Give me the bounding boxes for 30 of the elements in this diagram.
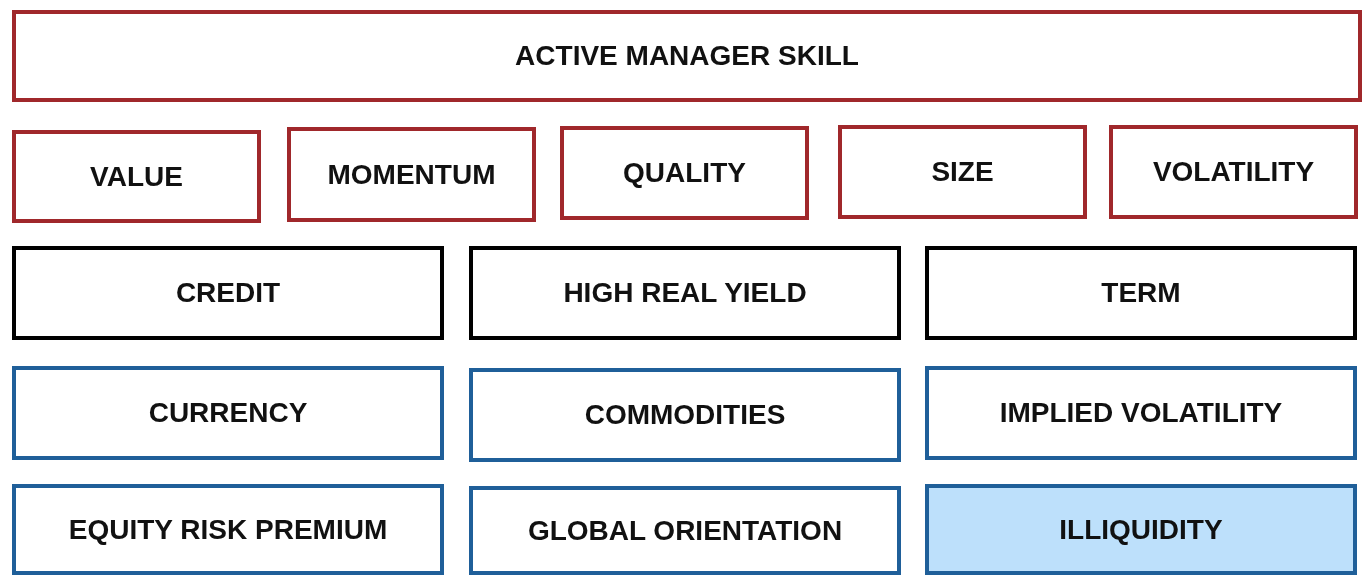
factor-box <box>12 484 444 575</box>
factor-label: SIZE <box>931 156 994 188</box>
factor-label: TERM <box>1101 277 1181 309</box>
factor-label: ILLIQUIDITY <box>1059 513 1223 546</box>
factor-box <box>925 246 1357 340</box>
factor-box <box>469 368 901 462</box>
factor-box <box>469 246 901 340</box>
factor-label: MOMENTUM <box>327 158 496 191</box>
factor-label: IMPLIED VOLATILITY <box>999 397 1283 429</box>
factor-box <box>560 126 809 220</box>
factor-box <box>469 486 901 575</box>
factor-label: QUALITY <box>623 157 746 189</box>
factor-box <box>12 366 444 460</box>
factor-box <box>12 10 1362 102</box>
factor-label: EQUITY RISK PREMIUM <box>68 513 388 546</box>
factor-box <box>838 125 1087 219</box>
factor-box <box>925 484 1357 575</box>
factor-label: ACTIVE MANAGER SKILL <box>515 40 859 72</box>
factor-label: COMMODITIES <box>584 399 786 431</box>
factor-box <box>287 127 536 222</box>
factor-box <box>12 246 444 340</box>
factor-label: HIGH REAL YIELD <box>563 277 807 309</box>
factor-label: CURRENCY <box>148 397 308 429</box>
factor-label: GLOBAL ORIENTATION <box>527 514 843 547</box>
factor-box <box>925 366 1357 460</box>
factor-box <box>1109 125 1358 219</box>
factor-label: VALUE <box>90 160 183 193</box>
factor-box <box>12 130 261 223</box>
factor-label: CREDIT <box>175 277 281 309</box>
factor-label: VOLATILITY <box>1152 156 1315 188</box>
